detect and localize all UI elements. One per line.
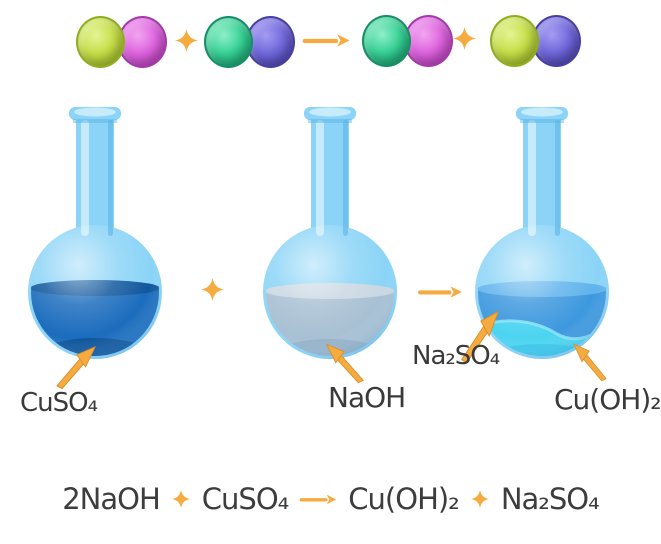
equation-term-cuoh2: Cu(OH)₂ [348, 482, 460, 516]
equation-term-cuso4: CuSO₄ [201, 482, 289, 516]
plus-icon [453, 27, 476, 50]
atom-teal-green-icon [204, 16, 253, 68]
plus-icon [201, 278, 224, 301]
equation-term-2naoh: 2NaOH [62, 482, 161, 516]
pointer-arrow-naoh-icon [325, 343, 364, 384]
flask-products [475, 107, 609, 359]
plus-icon [470, 489, 489, 509]
label-cuso4: CuSO₄ [20, 388, 98, 418]
arrow-right-icon [300, 494, 337, 504]
molecule-reactant-pair-1 [76, 16, 167, 68]
arrow-right-icon [302, 34, 350, 47]
plus-icon [171, 489, 190, 509]
atom-teal-green-icon [362, 15, 411, 67]
pointer-arrow-na2so4-icon [461, 310, 500, 364]
pointer-arrow-cuoh2-icon [573, 343, 607, 382]
label-cuoh2: Cu(OH)₂ [554, 383, 661, 416]
atom-magenta-icon [118, 16, 167, 68]
arrow-right-icon [418, 286, 462, 298]
flask-cuso4 [28, 107, 162, 359]
chemical-equation: 2NaOH CuSO₄ Cu(OH)₂ Na₂SO₄ [0, 482, 661, 516]
molecule-reactant-pair-2 [204, 16, 295, 68]
label-na2so4: Na₂SO₄ [412, 341, 500, 371]
plus-icon [175, 29, 198, 52]
molecule-product-pair-2 [490, 15, 581, 67]
atom-blue-violet-icon [532, 15, 581, 67]
atom-yellow-green-icon [76, 16, 125, 68]
atom-blue-violet-icon [246, 16, 295, 68]
equation-term-na2so4: Na₂SO₄ [500, 482, 600, 516]
atom-magenta-icon [404, 15, 453, 67]
label-naoh: NaOH [328, 381, 406, 414]
flask-naoh [263, 107, 397, 359]
pointer-arrow-cuso4-icon [56, 346, 96, 390]
molecule-product-pair-1 [362, 15, 453, 67]
atom-yellow-green-icon [490, 15, 539, 67]
